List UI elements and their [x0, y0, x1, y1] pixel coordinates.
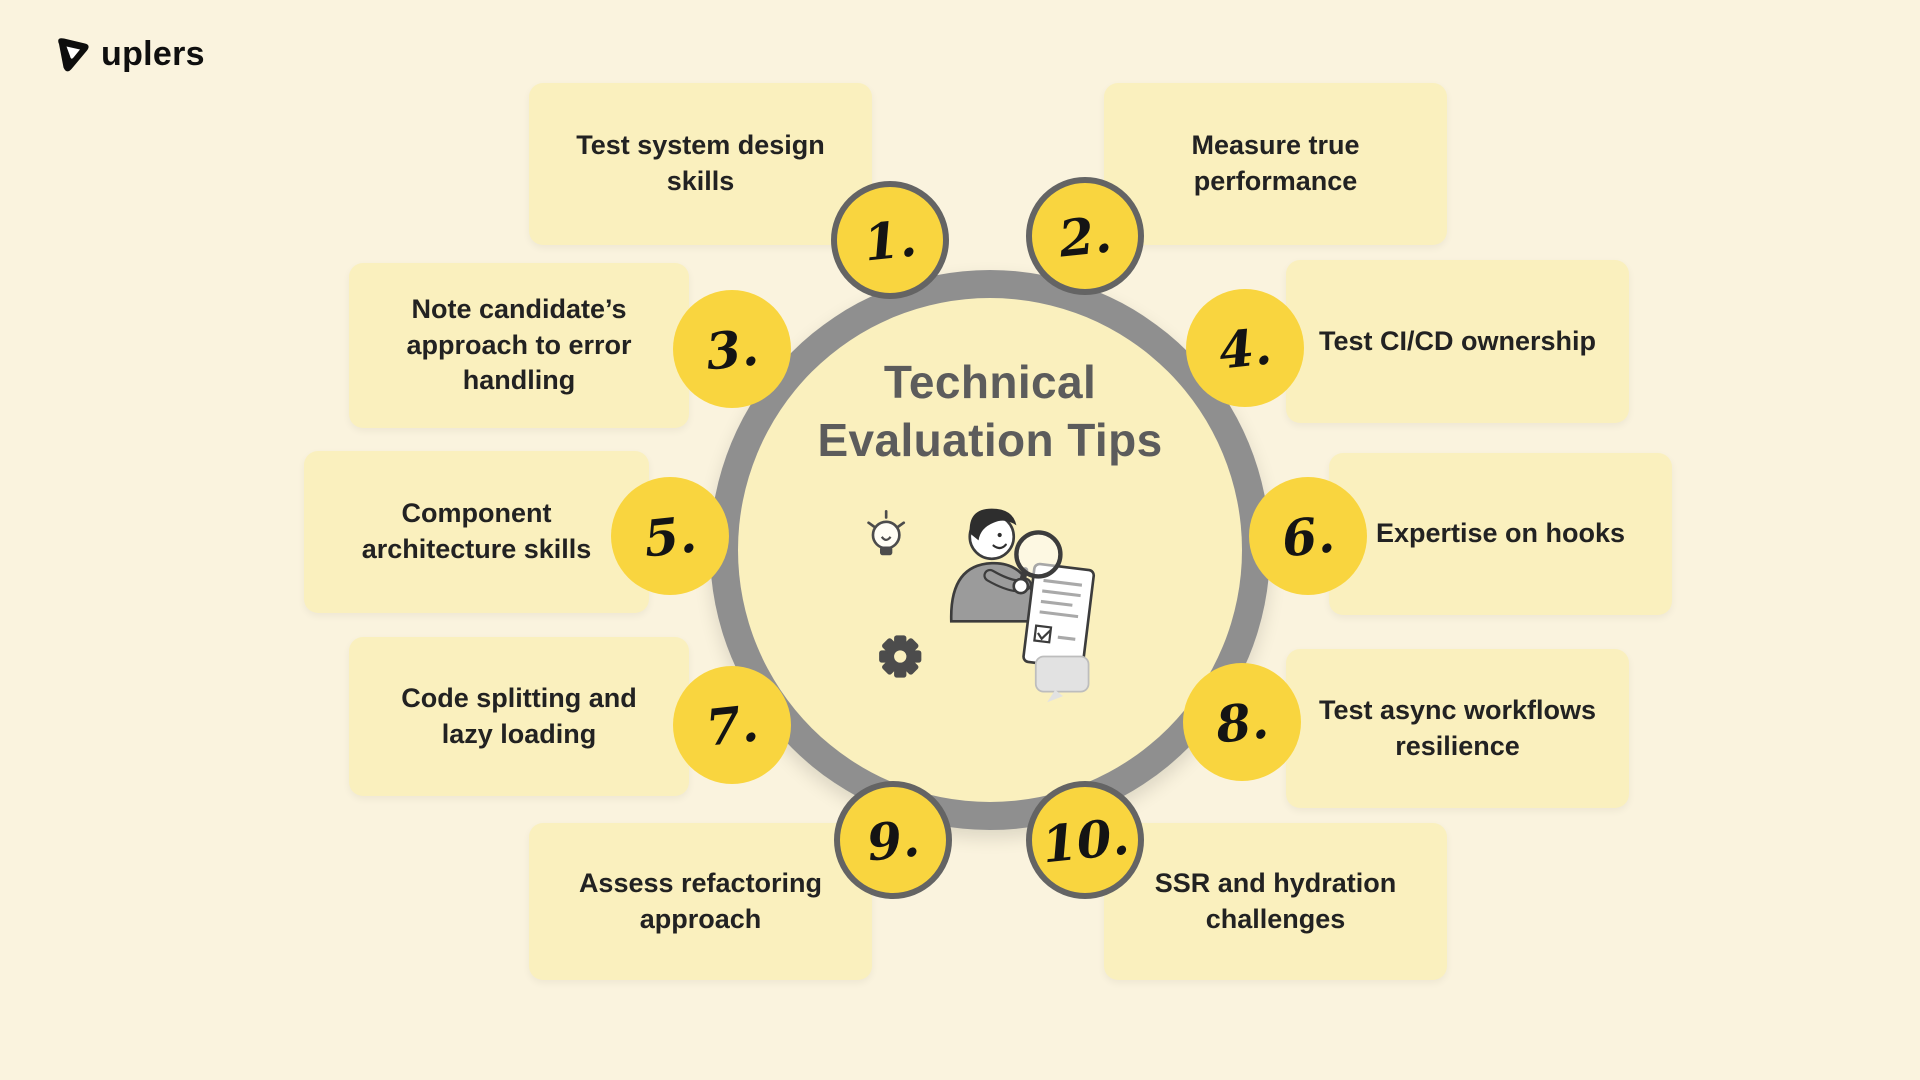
tip-1-number-badge: 1. [831, 181, 949, 299]
tip-6-label: Expertise on hooks [1375, 518, 1626, 549]
tip-5-label: Component architecture skills [361, 498, 592, 564]
tip-1-label: Test system design skills [576, 130, 825, 196]
tip-7-number-badge: 7. [673, 666, 791, 784]
tip-6-number: 6. [1278, 503, 1338, 569]
tip-5-number-badge: 5. [611, 477, 729, 595]
tip-2-label: Measure true performance [1191, 130, 1360, 196]
lightbulb-icon [867, 509, 906, 556]
tip-card-1: Test system design skills [529, 83, 872, 245]
tip-card-8: Test async workflows resilience [1286, 649, 1629, 808]
tip-card-6: Expertise on hooks [1329, 453, 1672, 615]
tip-10-label: SSR and hydration challenges [1154, 867, 1397, 934]
tip-8-label: Test async workflows resilience [1318, 694, 1597, 761]
tip-card-2: Measure true performance [1104, 83, 1447, 245]
tip-card-9: Assess refactoring approach [529, 823, 872, 980]
tip-9-number: 9. [863, 807, 923, 873]
page-title-line-1: Technical [883, 356, 1097, 408]
tip-6-number-badge: 6. [1249, 477, 1367, 595]
tip-4-number-badge: 4. [1186, 289, 1304, 407]
uplers-logo-icon [58, 38, 89, 72]
magnifier-icon [1012, 530, 1063, 595]
tip-8-number: 8. [1212, 689, 1272, 755]
tip-card-10: SSR and hydration challenges [1104, 823, 1447, 980]
tip-10-number: 10. [1038, 806, 1132, 874]
tip-card-3: Note candidate’s approach to error handl… [349, 263, 689, 428]
tip-5-number: 5. [640, 503, 700, 569]
tip-7-label: Code splitting and lazy loading [401, 682, 637, 749]
checklist-document [1022, 562, 1096, 670]
tip-4-number: 4. [1215, 315, 1275, 381]
page-title-line-2: Evaluation Tips [817, 413, 1163, 466]
tip-card-7: Code splitting and lazy loading [349, 637, 689, 796]
page-title: Technical Evaluation Tips [817, 354, 1162, 470]
brand-logo: uplers [52, 34, 205, 74]
tip-10-number-badge: 10. [1026, 781, 1144, 899]
tip-3-label: Note candidate’s approach to error handl… [406, 294, 632, 396]
tip-2-number: 2. [1055, 203, 1115, 269]
tip-3-number: 3. [702, 316, 762, 382]
evaluation-illustration [867, 508, 1096, 703]
center-circle: Technical Evaluation Tips [738, 298, 1242, 802]
tip-8-number-badge: 8. [1183, 663, 1301, 781]
tip-1-number: 1. [860, 207, 920, 273]
tip-9-label: Assess refactoring approach [578, 867, 823, 934]
tip-card-4: Test CI/CD ownership [1286, 260, 1629, 423]
tip-9-number-badge: 9. [834, 781, 952, 899]
speech-bubble-icon [1034, 655, 1090, 703]
gear-icon [879, 635, 922, 678]
tip-card-5: Component architecture skills [304, 451, 649, 613]
tip-4-label: Test CI/CD ownership [1318, 325, 1597, 356]
brand-name: uplers [101, 34, 205, 73]
tip-2-number-badge: 2. [1026, 177, 1144, 295]
tip-3-number-badge: 3. [673, 290, 791, 408]
tip-7-number: 7. [702, 692, 762, 758]
